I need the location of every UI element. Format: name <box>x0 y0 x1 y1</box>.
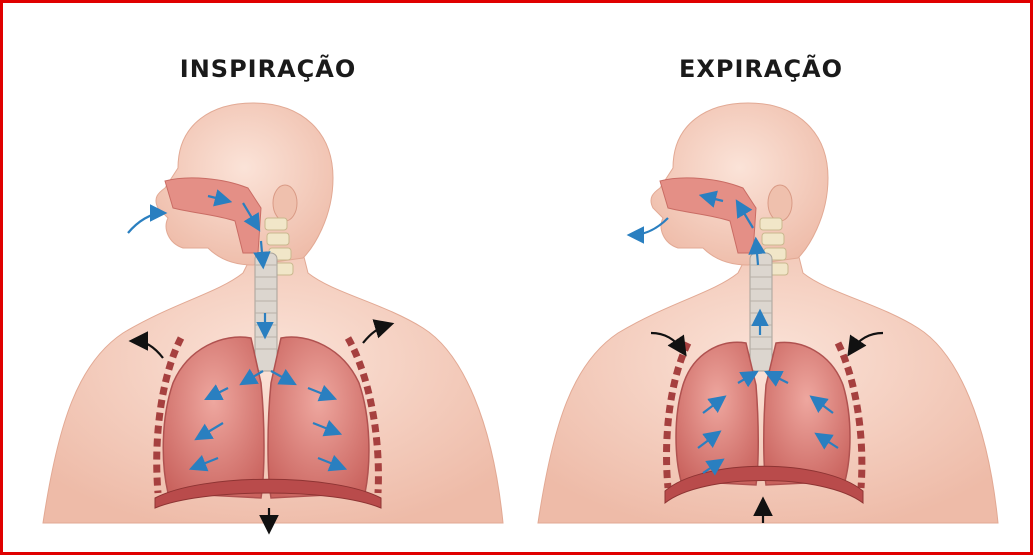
ear <box>273 185 297 221</box>
trachea <box>255 253 277 371</box>
trachea <box>750 253 772 371</box>
expiration-figure <box>538 103 998 523</box>
respiration-diagram <box>3 3 1030 552</box>
inspiration-figure <box>43 103 503 528</box>
ear <box>768 185 792 221</box>
